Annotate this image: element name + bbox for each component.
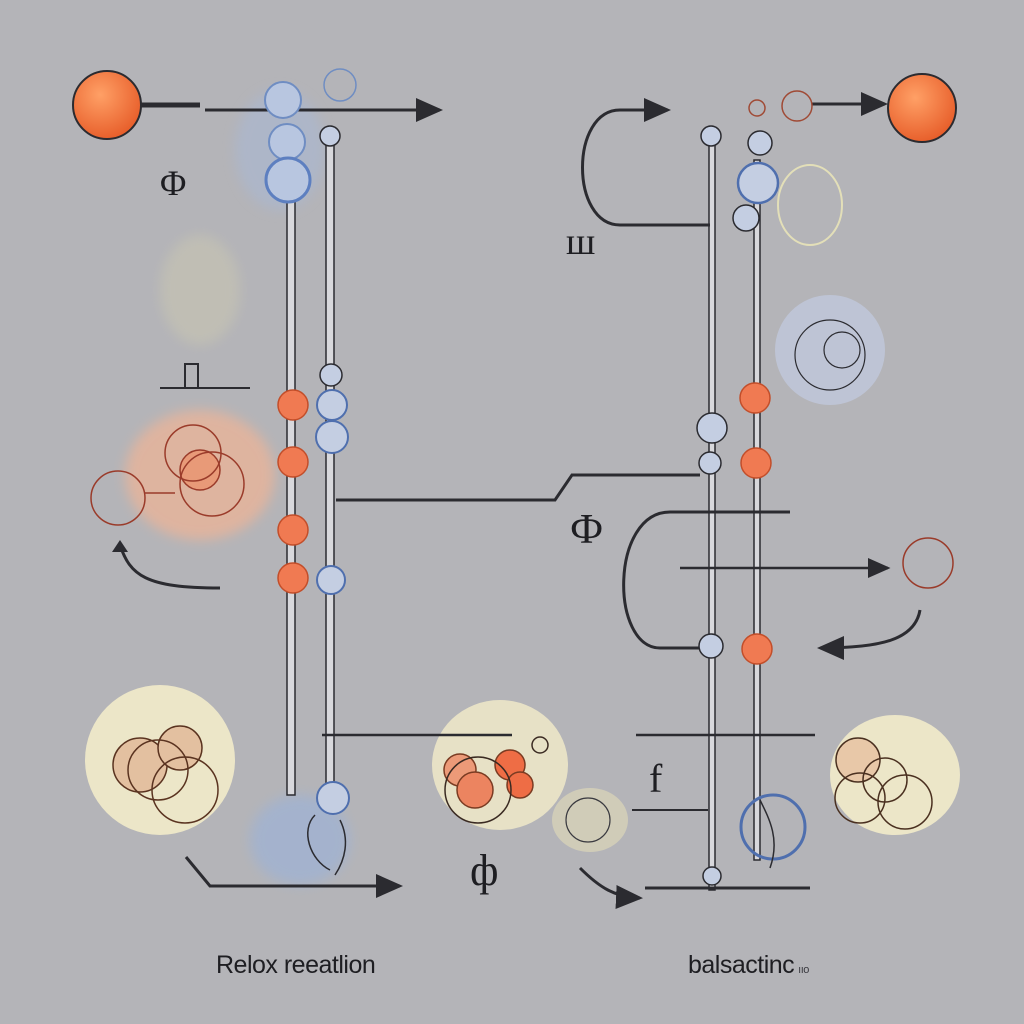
orange-atom bbox=[741, 633, 773, 665]
cream-blob-faint-left bbox=[160, 235, 240, 345]
w-label-mid: ш bbox=[566, 221, 596, 263]
blue-atom bbox=[316, 389, 348, 421]
orange-atom-top-left bbox=[72, 70, 142, 140]
phi-label-bottom: ф bbox=[470, 846, 499, 895]
f-label-lower: f bbox=[649, 756, 663, 801]
bottom-left-arrow bbox=[184, 856, 403, 898]
orange-atom bbox=[277, 562, 309, 594]
blue-blob-bottom bbox=[250, 795, 350, 885]
right-caption-suffix: ııo bbox=[798, 964, 809, 976]
left-caption: Relox reeatlion bbox=[216, 951, 376, 979]
loop-arrow-top bbox=[581, 98, 710, 227]
curved-arrow-left bbox=[118, 544, 221, 590]
blue-atom bbox=[696, 412, 728, 444]
left-rail-b bbox=[325, 139, 335, 806]
left-structure bbox=[72, 68, 700, 898]
right-rail-b bbox=[753, 159, 761, 861]
loop-arrow-mid bbox=[622, 510, 790, 650]
phi-label-top-left: Φ bbox=[160, 163, 187, 203]
return-arrow-right bbox=[817, 609, 922, 660]
cream-blob-bottom-small bbox=[552, 788, 628, 852]
orange-atom bbox=[277, 446, 309, 478]
connector-line bbox=[336, 473, 700, 502]
left-rail-a bbox=[286, 189, 296, 796]
center-cluster bbox=[443, 736, 643, 910]
curved-arrow-center bbox=[578, 866, 643, 910]
orange-atom bbox=[277, 389, 309, 421]
blue-atom bbox=[316, 781, 350, 815]
blue-atom bbox=[319, 363, 343, 387]
blue-atom bbox=[315, 420, 349, 454]
blue-blob-right bbox=[775, 295, 885, 405]
right-structure bbox=[581, 73, 957, 891]
blue-atom bbox=[698, 633, 724, 659]
orange-atom bbox=[740, 447, 772, 479]
right-rail-a bbox=[708, 139, 716, 891]
right-caption-text: balsactinc bbox=[688, 951, 795, 979]
cream-ring-right bbox=[777, 164, 843, 246]
orange-atom-top-right bbox=[887, 73, 957, 143]
phi-label-mid: Ф bbox=[570, 507, 604, 553]
blue-atom bbox=[316, 565, 346, 595]
blue-atom bbox=[698, 451, 722, 475]
orange-atom bbox=[739, 382, 771, 414]
orange-atom bbox=[277, 514, 309, 546]
